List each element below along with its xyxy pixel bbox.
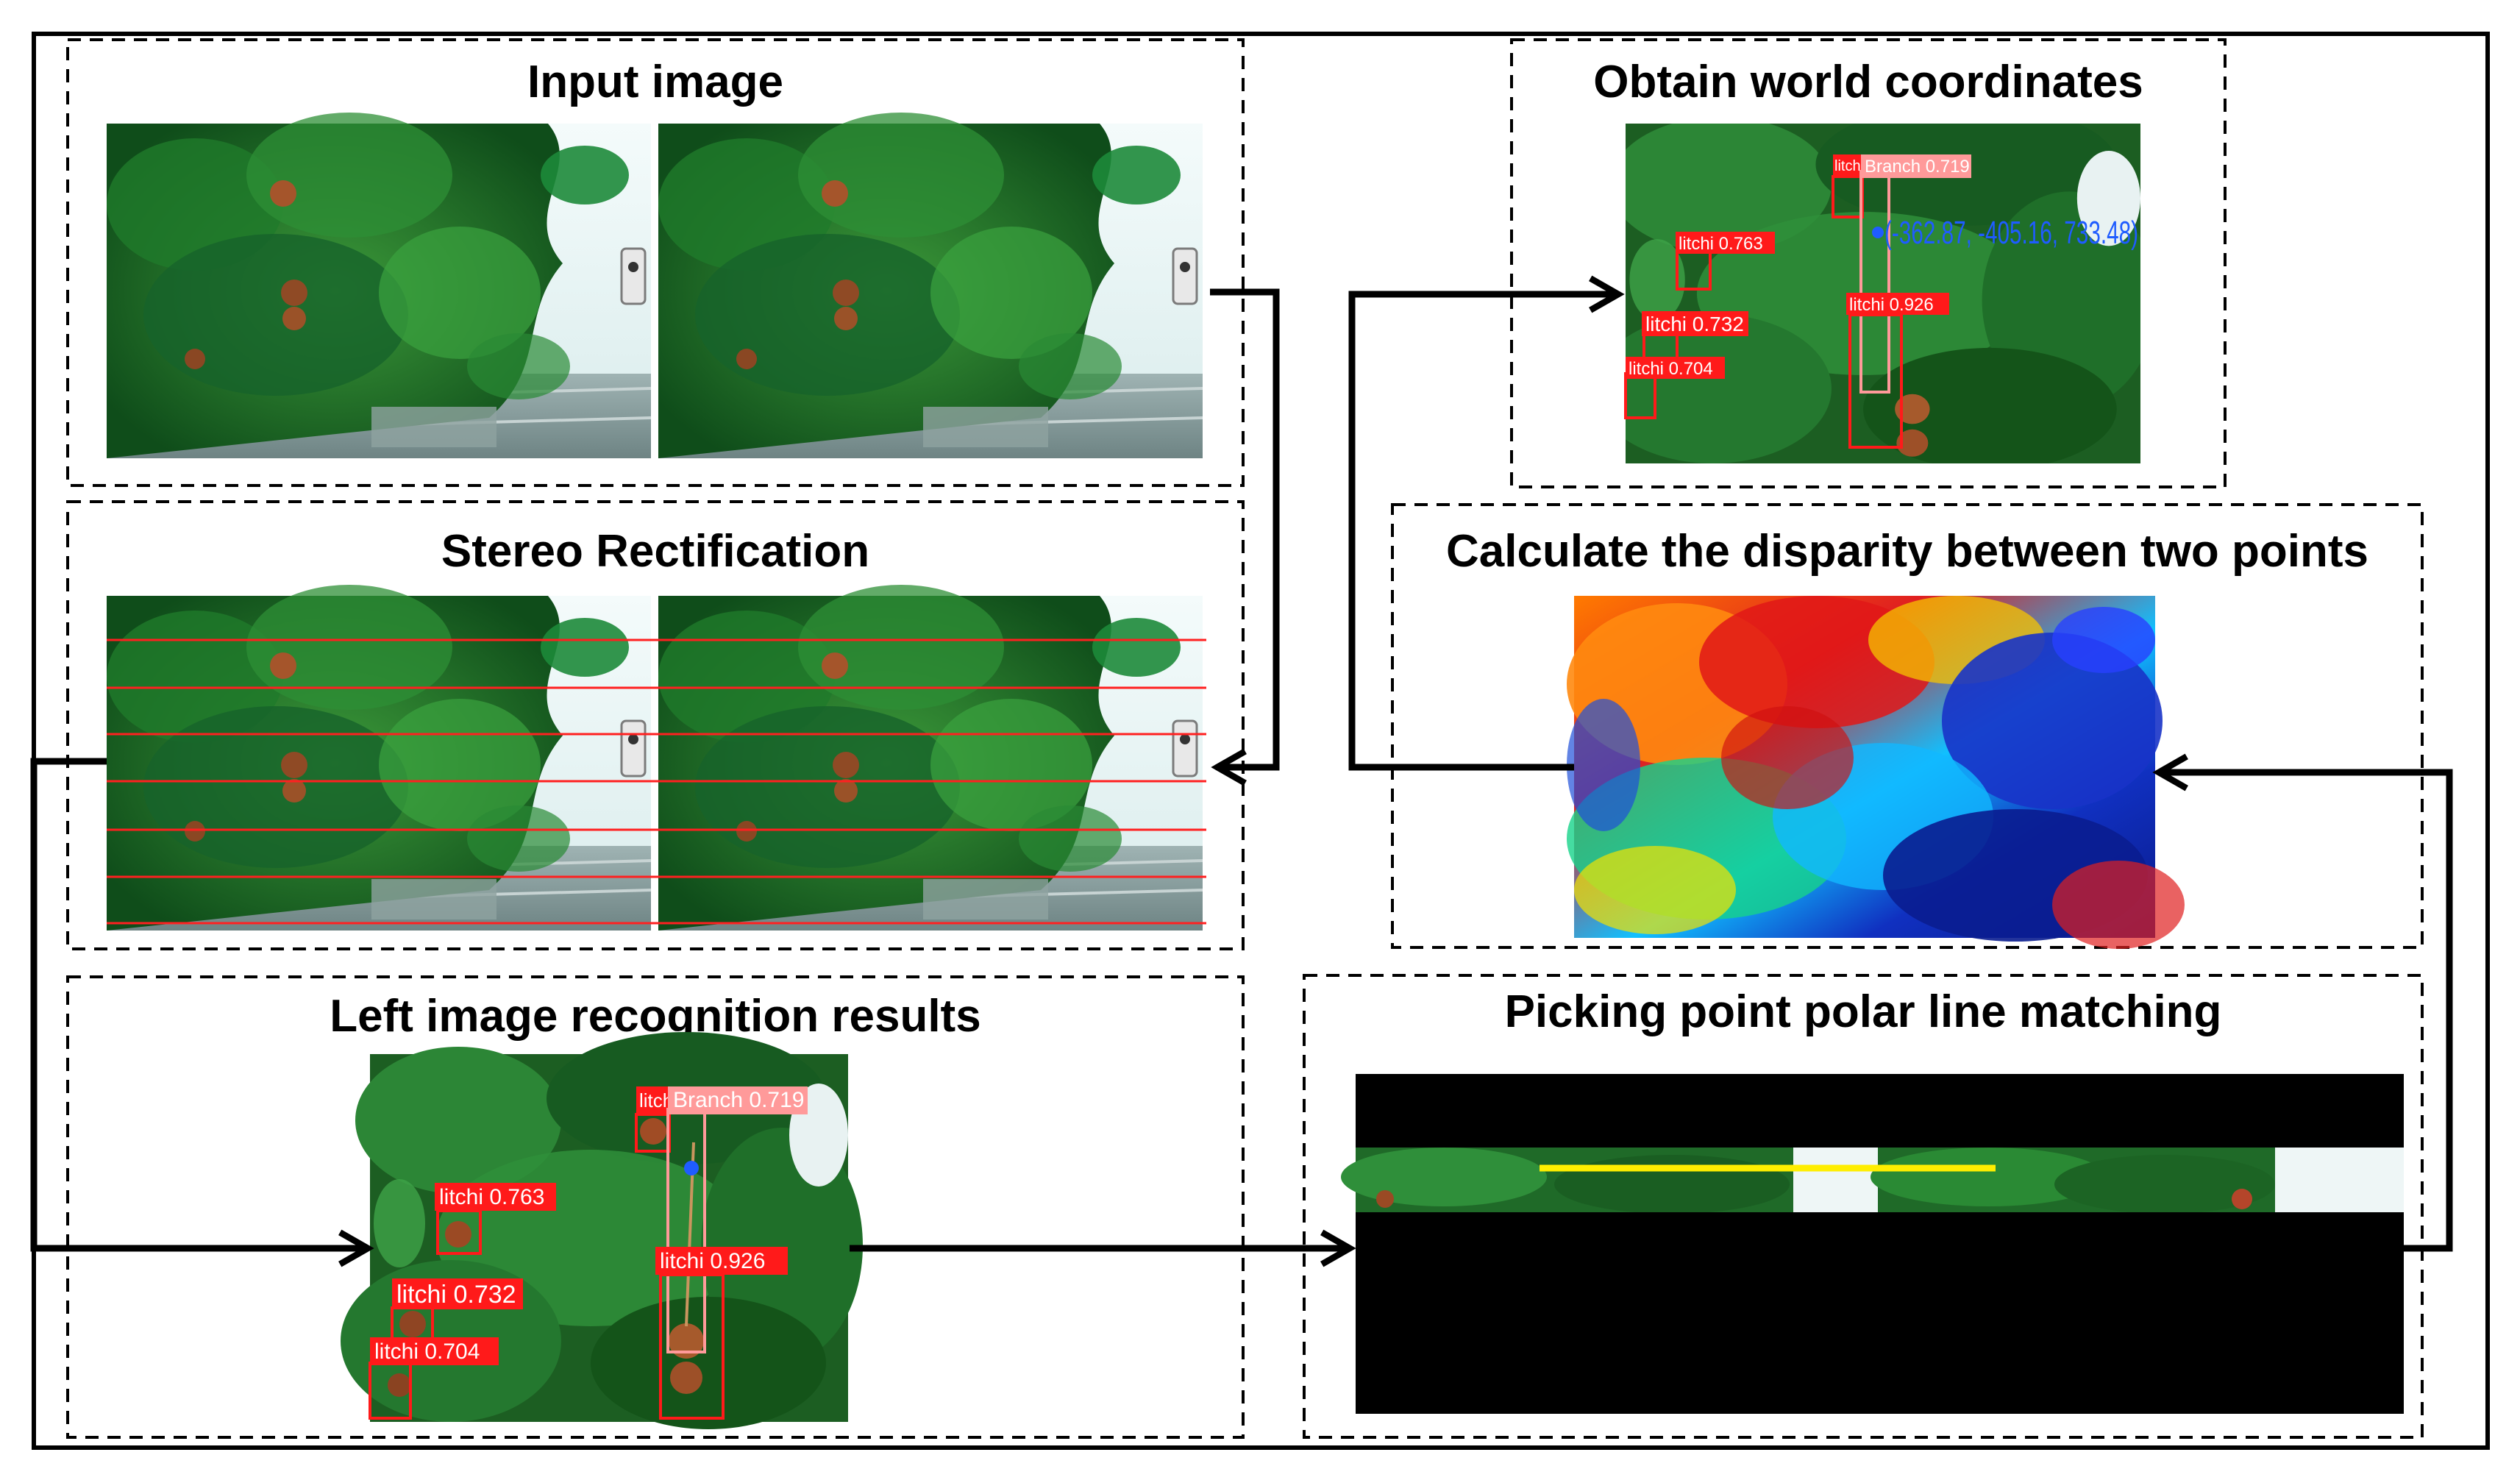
rectified-right-image [657, 583, 1204, 932]
world-detection-label-branch: Branch 0.719 [1865, 157, 1970, 177]
arrow-input-to-rectification [1210, 288, 1280, 786]
detection-label-litchi-0926: litchi 0.926 [660, 1249, 765, 1273]
world-coordinate-readout: (-362.87, -405.16, 733.48) [1884, 215, 2138, 251]
arrow-rectification-to-recognition [30, 758, 374, 1267]
panel-title-disparity: Calculate the disparity between two poin… [1446, 526, 2368, 577]
epipolar-lines [107, 638, 1206, 925]
world-detection-label-litchi-0704: litchi 0.704 [1629, 359, 1713, 379]
detection-label-branch: Branch 0.719 [673, 1088, 804, 1112]
panel-world-coordinates: Obtain world coordinates litchi 0.876 Br… [1510, 38, 2227, 488]
rectified-left-image [105, 583, 652, 932]
world-detection-label-litchi-0732: litchi 0.732 [1645, 313, 1744, 335]
polar-line-matching-image [1341, 1074, 2404, 1414]
input-right-image [657, 111, 1204, 460]
input-left-image [105, 111, 652, 460]
connector-arrows [30, 275, 2453, 1267]
panel-title-left-recognition: Left image recognition results [330, 991, 980, 1042]
world-picking-point-marker [1872, 227, 1884, 238]
panel-left-recognition: Left image recognition results litchi 0.… [66, 975, 1245, 1439]
world-detection-label-litchi-0926: litchi 0.926 [1849, 295, 1934, 315]
panel-title-polar-line-matching: Picking point polar line matching [1505, 986, 2222, 1037]
panel-polar-line-matching: Picking point polar line matching [1303, 974, 2424, 1439]
panel-input-image: Input image [66, 38, 1245, 487]
panel-title-world-coordinates: Obtain world coordinates [1593, 57, 2143, 107]
outer-frame [32, 32, 2490, 1450]
panel-title-input-image: Input image [527, 57, 783, 107]
recognition-image: litchi 0.876 Branch 0.719 litchi 0.763 l… [341, 1032, 863, 1429]
panel-stereo-rectification: Stereo Rectification [66, 500, 1245, 950]
disparity-map-image [1567, 596, 2185, 949]
detection-label-litchi-0732: litchi 0.732 [396, 1281, 516, 1309]
panel-title-stereo-rectification: Stereo Rectification [441, 526, 869, 577]
world-coordinate-image: litchi 0.876 Branch 0.719 (-362.87, -405… [1624, 124, 2140, 463]
panel-disparity: Calculate the disparity between two poin… [1391, 503, 2424, 949]
arrow-matching-to-disparity [2152, 753, 2453, 1252]
arrow-disparity-to-world [1348, 275, 1625, 771]
world-detection-label-litchi-0763: litchi 0.763 [1679, 234, 1763, 254]
detection-label-litchi-0763: litchi 0.763 [439, 1185, 544, 1209]
picking-point-marker [684, 1161, 699, 1175]
detection-label-litchi-0704: litchi 0.704 [374, 1340, 480, 1364]
